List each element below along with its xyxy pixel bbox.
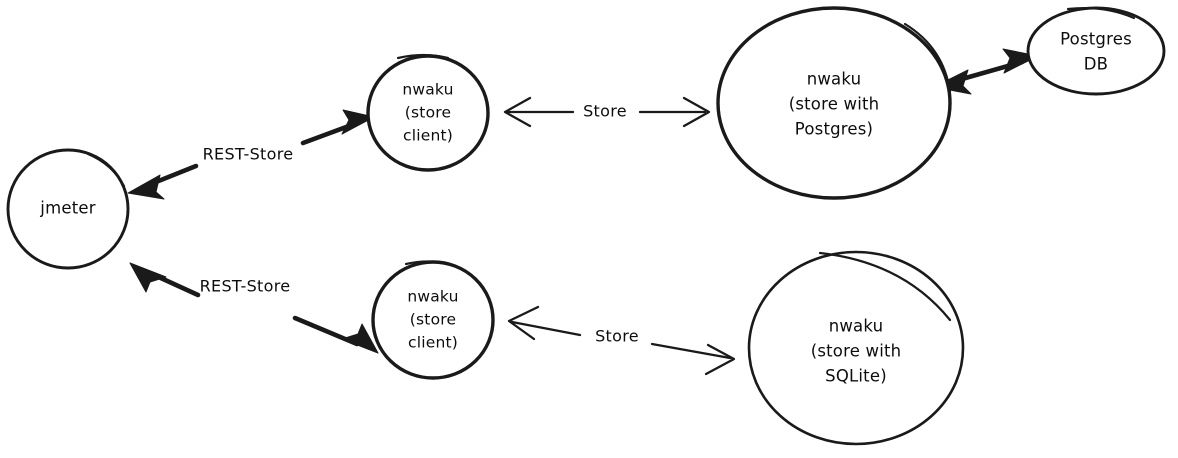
arrow-head-to-store-client-bottom <box>341 323 379 354</box>
node-nwaku-store-postgres-shape <box>716 6 952 200</box>
node-nwaku-store-client-bottom[interactable]: nwaku (store client) <box>371 260 495 380</box>
node-postgres-db-label-line-1: Postgres <box>1060 30 1132 49</box>
node-nwaku-store-client-top[interactable]: nwaku (store client) <box>366 53 490 172</box>
arrow-head-to-sqlite-node <box>704 343 736 376</box>
node-nwaku-store-sqlite-label-line-1: nwaku <box>829 317 884 336</box>
node-jmeter-label-line-1: jmeter <box>39 199 95 218</box>
node-nwaku-store-postgres[interactable]: nwaku (store with Postgres) <box>716 6 952 200</box>
arrow-head-to-store-client-top <box>341 109 375 135</box>
arrow-head-to-postgres-node <box>682 96 711 128</box>
node-nwaku-store-sqlite-sketch-stroke <box>818 251 952 322</box>
node-nwaku-store-postgres-label-line-2: (store with <box>789 95 880 114</box>
edge-label-store-bottom: Store <box>595 327 639 346</box>
node-jmeter-shape <box>6 148 130 270</box>
node-nwaku-store-sqlite-label-line-2: (store with <box>811 342 902 361</box>
node-nwaku-store-client-top-label-line-3: client) <box>403 127 453 145</box>
edge-store-bottom-segment-left <box>510 320 582 337</box>
arrow-head-to-jmeter-bottom <box>129 262 167 293</box>
edge-label-store-top: Store <box>583 102 627 121</box>
node-postgres-db-sketch-stroke <box>1066 6 1136 20</box>
edge-label-rest-store-top: REST-Store <box>203 145 294 164</box>
edge-store-bottom[interactable]: Store <box>507 305 736 376</box>
edge-rest-store-bottom[interactable]: REST-Store <box>129 262 379 354</box>
node-nwaku-store-client-top-label-line-2: (store <box>405 104 451 122</box>
edge-store-top[interactable]: Store <box>503 96 711 128</box>
edge-rest-store-top[interactable]: REST-Store <box>127 109 375 200</box>
node-nwaku-store-client-bottom-label-line-2: (store <box>410 311 456 329</box>
node-nwaku-store-postgres-sketch-stroke <box>903 22 952 94</box>
node-nwaku-store-postgres-label-line-1: nwaku <box>807 70 862 89</box>
node-nwaku-store-client-top-label-line-1: nwaku <box>402 81 453 99</box>
node-postgres-db-shape <box>1026 6 1166 96</box>
node-nwaku-store-postgres-label-line-3: Postgres) <box>795 120 873 139</box>
arrow-head-to-jmeter-top <box>127 174 165 200</box>
arrow-head-to-store-client-bottom-thin <box>507 305 540 341</box>
arrow-head-to-store-client-top-thin <box>503 96 532 128</box>
node-jmeter[interactable]: jmeter <box>6 148 130 270</box>
node-postgres-db[interactable]: Postgres DB <box>1026 6 1166 96</box>
node-nwaku-store-client-bottom-label-line-3: client) <box>408 334 458 352</box>
node-nwaku-store-sqlite-label-line-3: SQLite) <box>825 367 887 386</box>
node-nwaku-store-client-bottom-label-line-1: nwaku <box>407 288 458 306</box>
edge-label-rest-store-bottom: REST-Store <box>200 277 291 296</box>
node-nwaku-store-client-top-sketch-stroke <box>396 53 450 60</box>
node-nwaku-store-client-bottom-sketch-stroke <box>404 260 458 268</box>
node-postgres-db-label-line-2: DB <box>1084 55 1108 74</box>
edge-store-bottom-segment-right <box>650 342 732 360</box>
node-nwaku-store-sqlite[interactable]: nwaku (store with SQLite) <box>747 250 965 446</box>
node-jmeter-sketch-stroke <box>86 152 126 188</box>
node-nwaku-store-sqlite-shape <box>747 250 965 446</box>
